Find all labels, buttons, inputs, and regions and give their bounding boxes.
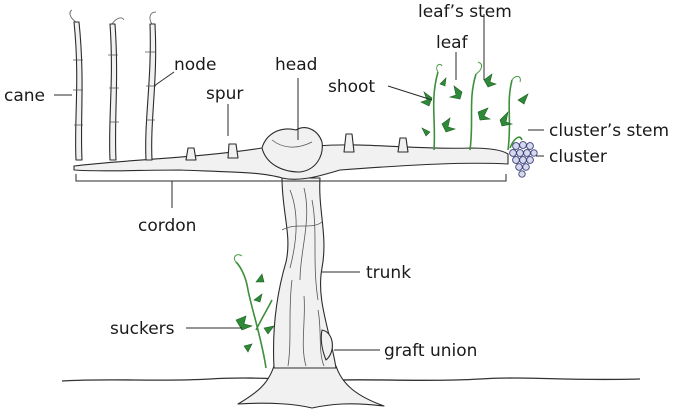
label-spur: spur <box>206 84 243 104</box>
ground-line <box>62 378 640 381</box>
suckers-shape <box>234 255 274 368</box>
label-leaf-stem: leaf’s stem <box>418 2 512 22</box>
grape-cluster <box>510 142 538 178</box>
label-cane: cane <box>4 86 45 106</box>
label-shoot: shoot <box>328 77 375 97</box>
shoots <box>434 62 521 150</box>
label-cluster-stem: cluster’s stem <box>549 121 669 141</box>
label-node: node <box>174 55 216 75</box>
canes <box>70 10 156 160</box>
label-trunk: trunk <box>366 263 411 283</box>
vine-base <box>238 366 384 408</box>
label-head: head <box>275 55 317 75</box>
label-leaf: leaf <box>436 33 469 53</box>
label-graft-union: graft union <box>384 341 477 361</box>
label-suckers: suckers <box>110 319 175 339</box>
label-cluster: cluster <box>549 147 607 167</box>
label-cordon: cordon <box>138 216 196 236</box>
